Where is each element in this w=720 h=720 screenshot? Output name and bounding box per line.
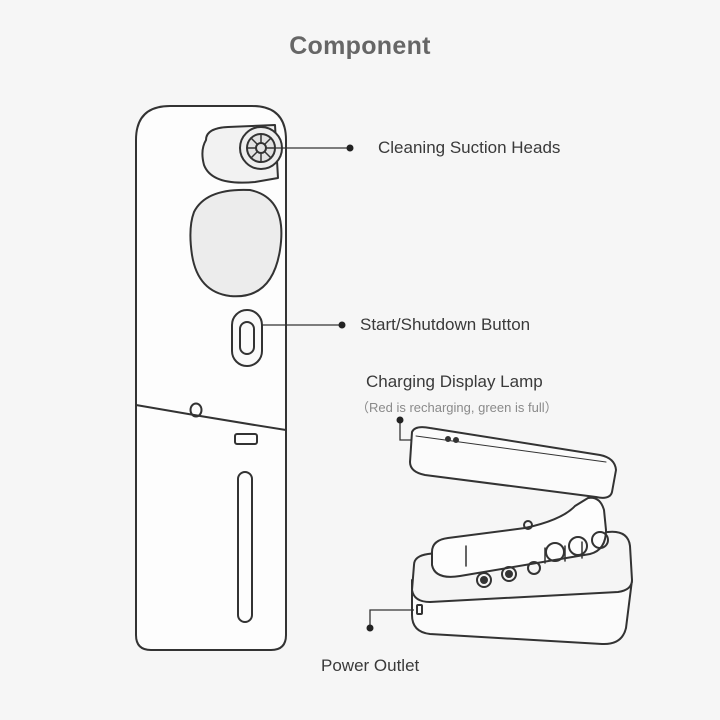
leader-charging-lamp <box>399 420 412 441</box>
indicator-slot <box>234 433 258 445</box>
start-button-inner <box>239 321 255 355</box>
sensor-dot <box>189 402 203 418</box>
leader-power-outlet <box>369 609 414 628</box>
device-window <box>189 188 283 298</box>
leader-dots <box>338 144 404 632</box>
side-groove <box>237 471 253 623</box>
note-charging-colors: （Red is recharging, green is full） <box>356 400 558 415</box>
power-port <box>416 604 423 615</box>
label-start-shutdown-button: Start/Shutdown Button <box>360 315 531 334</box>
handheld-device <box>135 105 287 651</box>
case-base <box>411 496 633 646</box>
page-title: Component <box>289 32 431 60</box>
suction-head-icon <box>239 126 283 170</box>
case-lid <box>409 426 617 499</box>
device-body <box>135 105 287 651</box>
label-power-outlet: Power Outlet <box>321 656 420 675</box>
start-button-outer <box>231 309 263 367</box>
label-charging-display-lamp: Charging Display Lamp <box>366 372 543 391</box>
label-cleaning-suction-heads: Cleaning Suction Heads <box>378 138 561 157</box>
leader-lines <box>262 147 414 628</box>
device-seam <box>135 404 287 431</box>
